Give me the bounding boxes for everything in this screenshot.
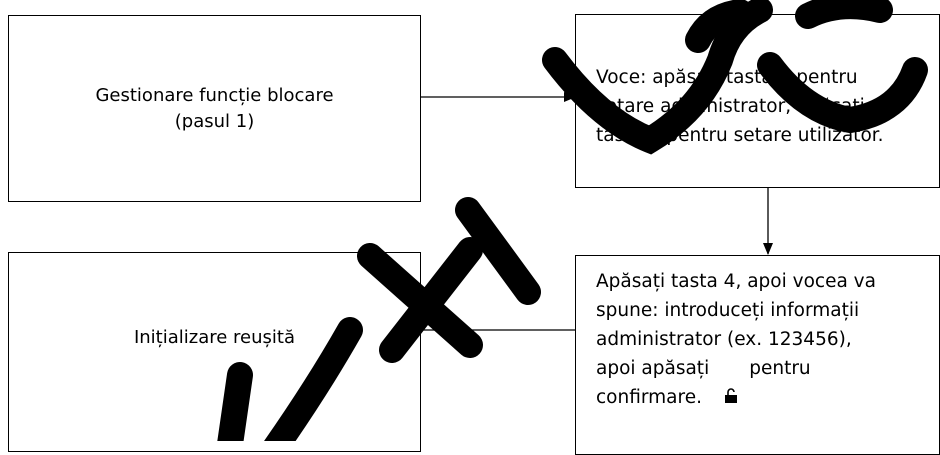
watermark-stroke-4	[379, 237, 483, 363]
watermark-stroke-5	[455, 197, 541, 305]
press4-line-2: spune: introduceți informații	[596, 300, 860, 321]
press4-line-4b: pentru	[749, 358, 811, 379]
init-label: Inițializare reușită	[133, 327, 296, 348]
watermark-stroke-8	[757, 52, 928, 134]
press4-line-5-text: confirmare.	[596, 387, 702, 408]
watermark	[217, 0, 928, 441]
watermark-stroke-9	[795, 0, 893, 29]
watermark-stroke-2	[264, 317, 363, 441]
step1-line-2: (pasul 1)	[174, 110, 255, 132]
press4-line-4: apoi apăsați pentru	[596, 354, 933, 383]
press4-line-1: Apăsați tasta 4, apoi vocea va	[596, 271, 876, 292]
press4-line-4a: apoi apăsați	[596, 358, 710, 379]
press4-line-5: confirmare.	[596, 383, 933, 413]
step1-box: Gestionare funcție blocare (pasul 1)	[8, 15, 421, 202]
watermark-stroke-6	[542, 0, 773, 155]
unlock-icon	[724, 384, 738, 413]
press4-box: Apăsați tasta 4, apoi vocea va spune: in…	[575, 255, 940, 455]
step1-line-1: Gestionare funcție blocare	[95, 84, 334, 106]
watermark-stroke-7	[685, 0, 753, 53]
press4-line-3: administrator (ex. 123456),	[596, 329, 852, 350]
watermark-stroke-1	[217, 362, 253, 441]
